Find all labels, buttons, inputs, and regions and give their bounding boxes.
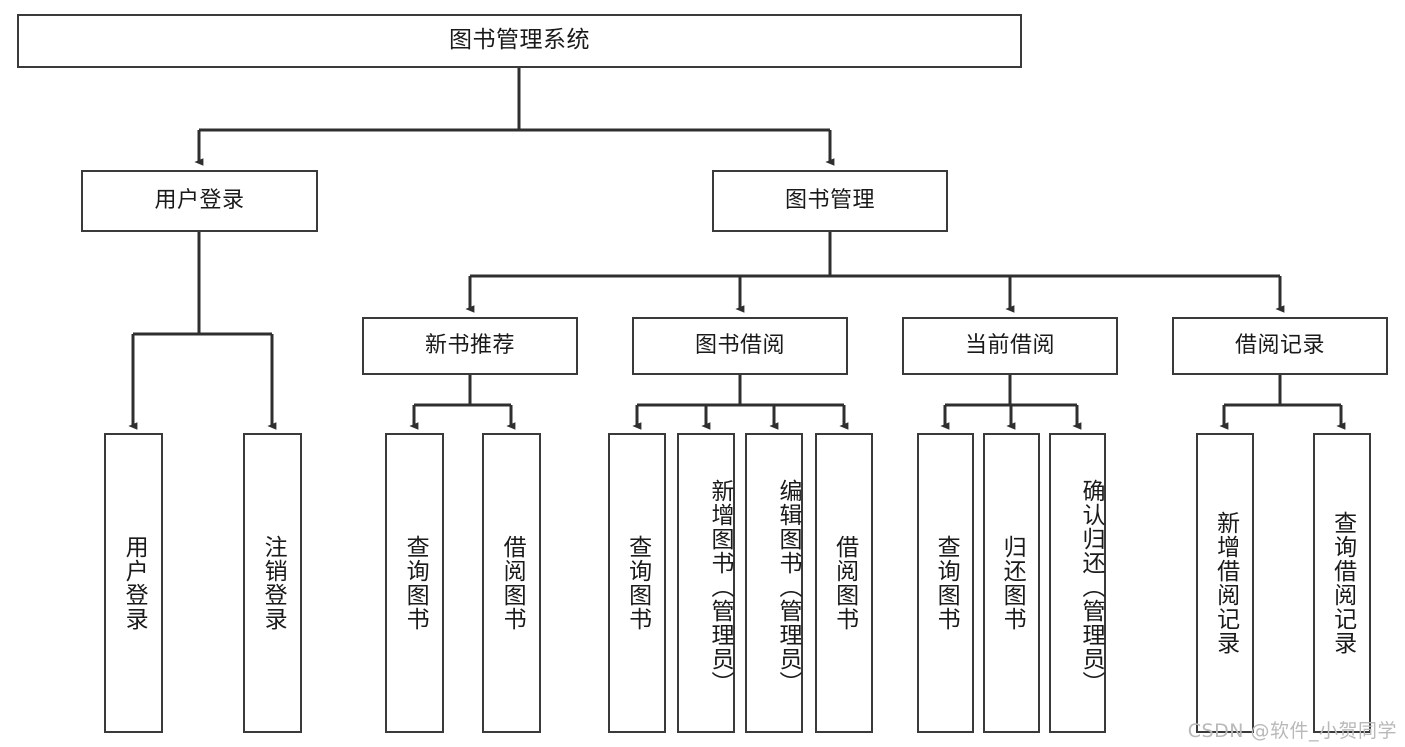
node-book-borrowing[interactable]: 图书借阅 xyxy=(632,317,848,375)
leaf-label: 新增图书（管理员） xyxy=(707,479,733,695)
leaf-book-borrow-query-book[interactable]: 查询图书 xyxy=(608,433,666,733)
leaf-label: 归还图书 xyxy=(999,535,1026,631)
node-current-borrowing[interactable]: 当前借阅 xyxy=(902,317,1118,375)
node-borrow-records-label: 借阅记录 xyxy=(1234,332,1325,358)
node-book-management[interactable]: 图书管理 xyxy=(712,170,948,232)
node-new-book-recommendation[interactable]: 新书推荐 xyxy=(362,317,578,375)
node-borrow-records[interactable]: 借阅记录 xyxy=(1172,317,1388,375)
leaf-user-login-login[interactable]: 用户登录 xyxy=(104,433,163,733)
node-book-management-label: 图书管理 xyxy=(784,187,875,213)
leaf-book-borrow-edit-book-admin[interactable]: 编辑图书（管理员） xyxy=(745,433,803,733)
leaf-current-borrow-return-book[interactable]: 归还图书 xyxy=(983,433,1040,733)
leaf-new-book-query-book[interactable]: 查询图书 xyxy=(385,433,444,733)
leaf-label: 查询图书 xyxy=(402,535,429,631)
leaf-new-book-borrow-book[interactable]: 借阅图书 xyxy=(482,433,541,733)
leaf-borrow-record-query-record[interactable]: 查询借阅记录 xyxy=(1313,433,1371,733)
leaf-book-borrow-borrow-book[interactable]: 借阅图书 xyxy=(815,433,873,733)
node-user-login-label: 用户登录 xyxy=(154,187,245,213)
leaf-current-borrow-confirm-return-admin[interactable]: 确认归还（管理员） xyxy=(1049,433,1106,733)
node-current-borrowing-label: 当前借阅 xyxy=(964,332,1055,358)
leaf-label: 编辑图书（管理员） xyxy=(775,479,801,695)
leaf-book-borrow-add-book-admin[interactable]: 新增图书（管理员） xyxy=(677,433,735,733)
node-book-borrowing-label: 图书借阅 xyxy=(694,332,785,358)
leaf-user-login-logout[interactable]: 注销登录 xyxy=(243,433,302,733)
leaf-label: 新增借阅记录 xyxy=(1212,511,1239,655)
leaf-current-borrow-query-book[interactable]: 查询图书 xyxy=(917,433,974,733)
leaf-label: 查询借阅记录 xyxy=(1329,511,1356,655)
node-root-label: 图书管理系统 xyxy=(449,27,590,54)
leaf-borrow-record-add-record[interactable]: 新增借阅记录 xyxy=(1196,433,1254,733)
leaf-label: 确认归还（管理员） xyxy=(1078,479,1104,695)
leaf-label: 查询图书 xyxy=(624,535,651,631)
leaf-label: 查询图书 xyxy=(933,535,960,631)
leaf-label: 注销登录 xyxy=(260,535,287,631)
leaf-label: 借阅图书 xyxy=(831,535,858,631)
leaf-label: 借阅图书 xyxy=(499,535,526,631)
leaf-label: 用户登录 xyxy=(121,535,148,631)
node-user-login[interactable]: 用户登录 xyxy=(81,170,318,232)
watermark-text: CSDN @软件_小贺同学 xyxy=(1187,720,1397,742)
node-root-book-management-system[interactable]: 图书管理系统 xyxy=(17,14,1022,68)
node-new-book-recommendation-label: 新书推荐 xyxy=(424,332,515,358)
